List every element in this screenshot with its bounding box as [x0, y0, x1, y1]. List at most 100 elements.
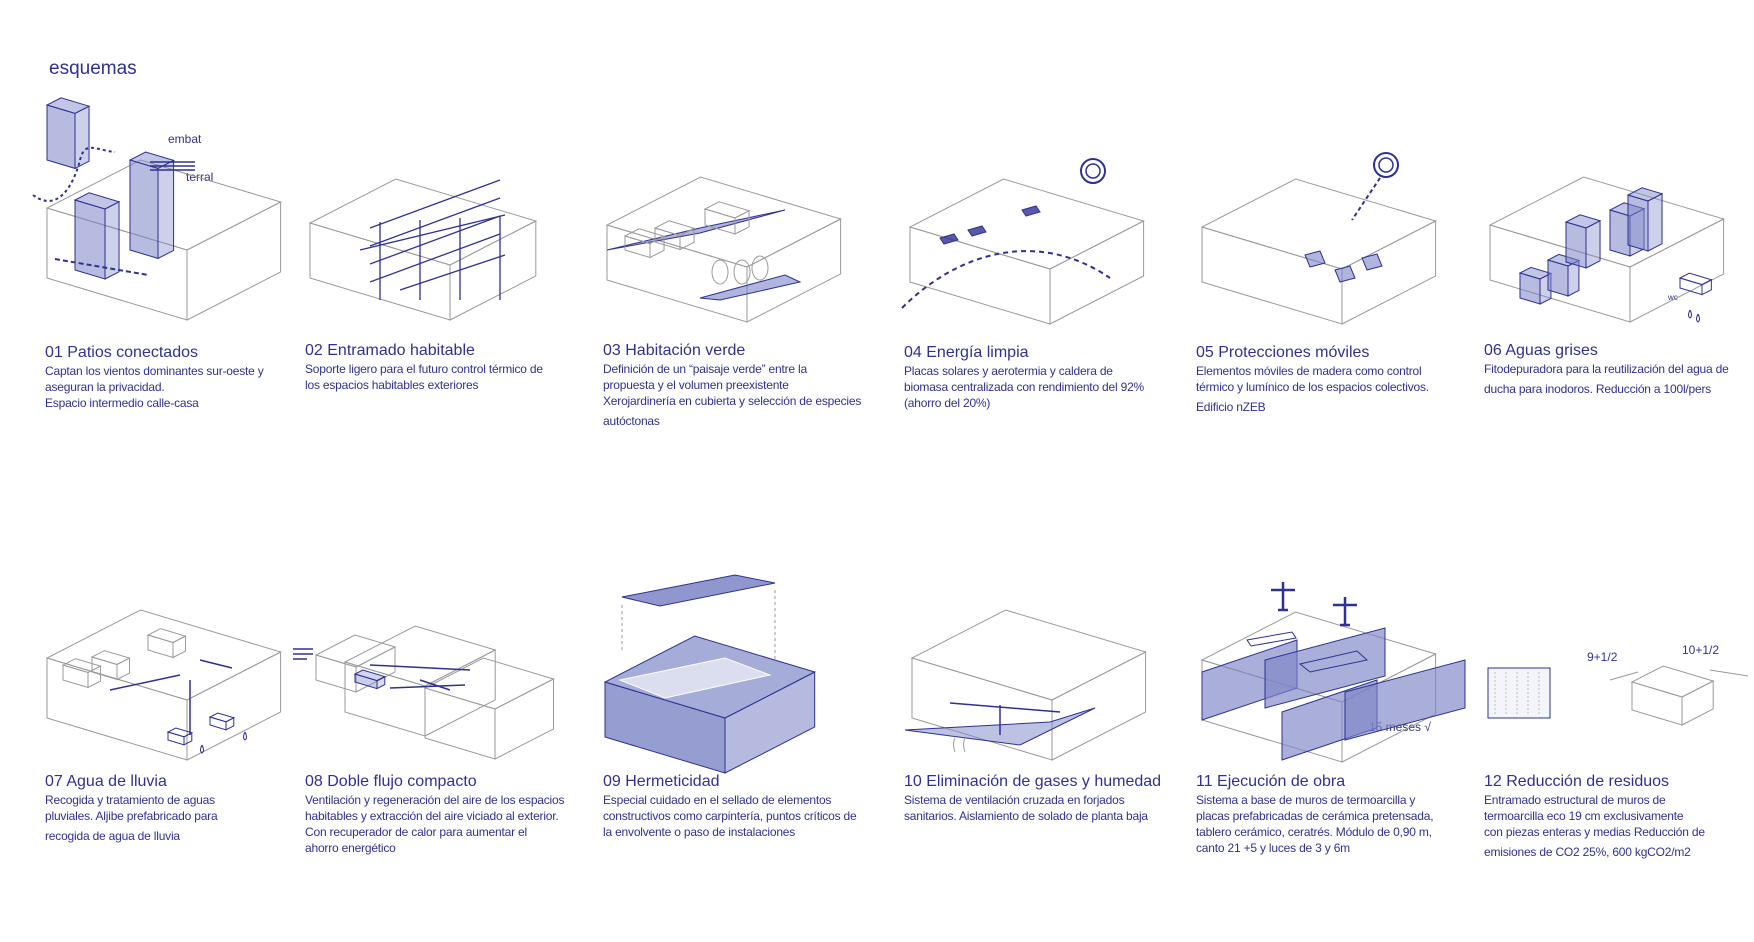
box-face	[653, 220, 696, 237]
solar-panel-icon	[939, 233, 959, 245]
description-line: propuesta y el volumen preexistente	[603, 378, 789, 392]
inner-opening	[618, 657, 772, 699]
box-face	[1681, 680, 1714, 726]
description-line: emisiones de CO2 25%, 600 kgCO2/m2	[1484, 845, 1691, 859]
description-line: térmico y lumínico de los espacios colec…	[1196, 380, 1429, 394]
green-roof	[606, 209, 786, 251]
dimension-line	[1609, 669, 1749, 681]
scheme-title: 12 Reducción de residuos	[1484, 773, 1670, 790]
box-face	[1049, 220, 1145, 325]
description-line: Elementos móviles de madera como control	[1196, 364, 1422, 378]
brick-block	[1487, 667, 1551, 719]
solar-panel-icon	[1021, 205, 1041, 217]
box-face	[1341, 220, 1437, 325]
green-ground	[699, 274, 802, 301]
box-face	[353, 669, 387, 682]
box-face	[157, 159, 175, 260]
wind-arrow	[32, 146, 116, 202]
box-face	[449, 220, 537, 321]
scheme-description: Ventilación y regeneración del aire de l…	[305, 792, 585, 856]
description-line: Especial cuidado en el sellado de elemen…	[603, 793, 832, 807]
scheme-description: Definición de un “paisaje verde” entre l…	[603, 361, 883, 429]
box-face	[910, 609, 1147, 701]
description-line: ducha para inodoros. Reducción a 100l/pe…	[1484, 382, 1712, 396]
box-face	[1627, 194, 1649, 252]
scheme-title: 09 Hermeticidad	[603, 773, 720, 790]
box-face	[186, 651, 282, 761]
wind-symbol	[150, 161, 195, 171]
scheme-title: 02 Entramado habitable	[305, 342, 475, 359]
crane-icon	[1271, 582, 1295, 612]
scheme-06-aguas-grises	[1488, 176, 1725, 323]
box-face	[129, 159, 159, 260]
wind-symbol	[293, 648, 313, 660]
description-line: la envolvente o paso de instalaciones	[603, 825, 796, 839]
box-face	[128, 151, 175, 169]
label-wc: wc	[1667, 293, 1678, 302]
box-face	[606, 224, 748, 323]
wall-panel	[1344, 659, 1466, 741]
tree-icon	[711, 259, 729, 285]
line	[369, 233, 501, 283]
box-face	[314, 634, 397, 668]
box-face	[424, 649, 496, 737]
scheme-title: 04 Energía limpia	[904, 344, 1029, 361]
description-line: Recogida y tratamiento de aguas	[45, 793, 215, 807]
box-face	[1201, 226, 1343, 325]
scheme-title: 11 Ejecución de obra	[1196, 773, 1346, 790]
sun-icon	[1085, 163, 1101, 179]
description-line: aseguran la privacidad.	[45, 380, 165, 394]
box-face	[1678, 272, 1713, 286]
box-face	[703, 201, 751, 219]
ventilation-line	[949, 702, 1061, 735]
description-line: termoarcilla eco 19 cm exclusivamente	[1484, 809, 1684, 823]
air-duct	[369, 664, 471, 691]
description-line: canto 21 +5 y luces de 3 y 6m	[1196, 841, 1350, 855]
scheme-title: 08 Doble flujo compacto	[305, 773, 477, 790]
scheme-description: Captan los vientos dominantes sur-oeste …	[45, 363, 325, 411]
box-face	[1630, 665, 1715, 698]
scheme-description: Soporte ligero para el futuro control té…	[305, 361, 585, 393]
box-face	[624, 235, 651, 259]
description-line: Espacio intermedio calle-casa	[45, 396, 199, 410]
scheme-05-protecciones	[1200, 152, 1437, 325]
scheme-11-obra	[1200, 582, 1466, 763]
description-line: Captan los vientos dominantes sur-oeste …	[45, 364, 264, 378]
line	[369, 179, 501, 229]
box-face	[908, 178, 1145, 270]
description-line: constructivos como carpintería, puntos c…	[603, 809, 857, 823]
description-line: Con recuperador de calor para aumentar e…	[305, 825, 527, 839]
shading-panel	[1304, 250, 1326, 268]
scheme-title: 07 Agua de lluvia	[45, 773, 167, 790]
description-line: habitables y extracción del aire viciado…	[305, 809, 559, 823]
scheme-03-habitacion-verde	[605, 176, 842, 323]
description-line: Sistema a base de muros de termoarcilla …	[1196, 793, 1416, 807]
sun-icon	[1378, 157, 1394, 173]
box-face	[423, 657, 555, 710]
vapour-symbol	[953, 737, 966, 753]
scheme-title: 01 Patios conectados	[45, 344, 198, 361]
tree-icon	[751, 255, 769, 281]
line	[399, 254, 506, 291]
box-face	[166, 727, 194, 738]
rain-pipe	[109, 659, 233, 735]
scheme-01-patios	[32, 97, 282, 321]
description-line: Fitodepuradora para la reutilización del…	[1484, 362, 1729, 376]
shading-panel	[1334, 265, 1356, 283]
scheme-12-residuos	[1487, 665, 1749, 726]
box-face	[1585, 219, 1601, 269]
wall-panel	[1264, 627, 1386, 709]
box-face	[208, 712, 236, 723]
label-10-half: 10+1/2	[1682, 643, 1719, 657]
scheme-08-doble-flujo	[293, 625, 555, 760]
box-face	[494, 678, 554, 760]
